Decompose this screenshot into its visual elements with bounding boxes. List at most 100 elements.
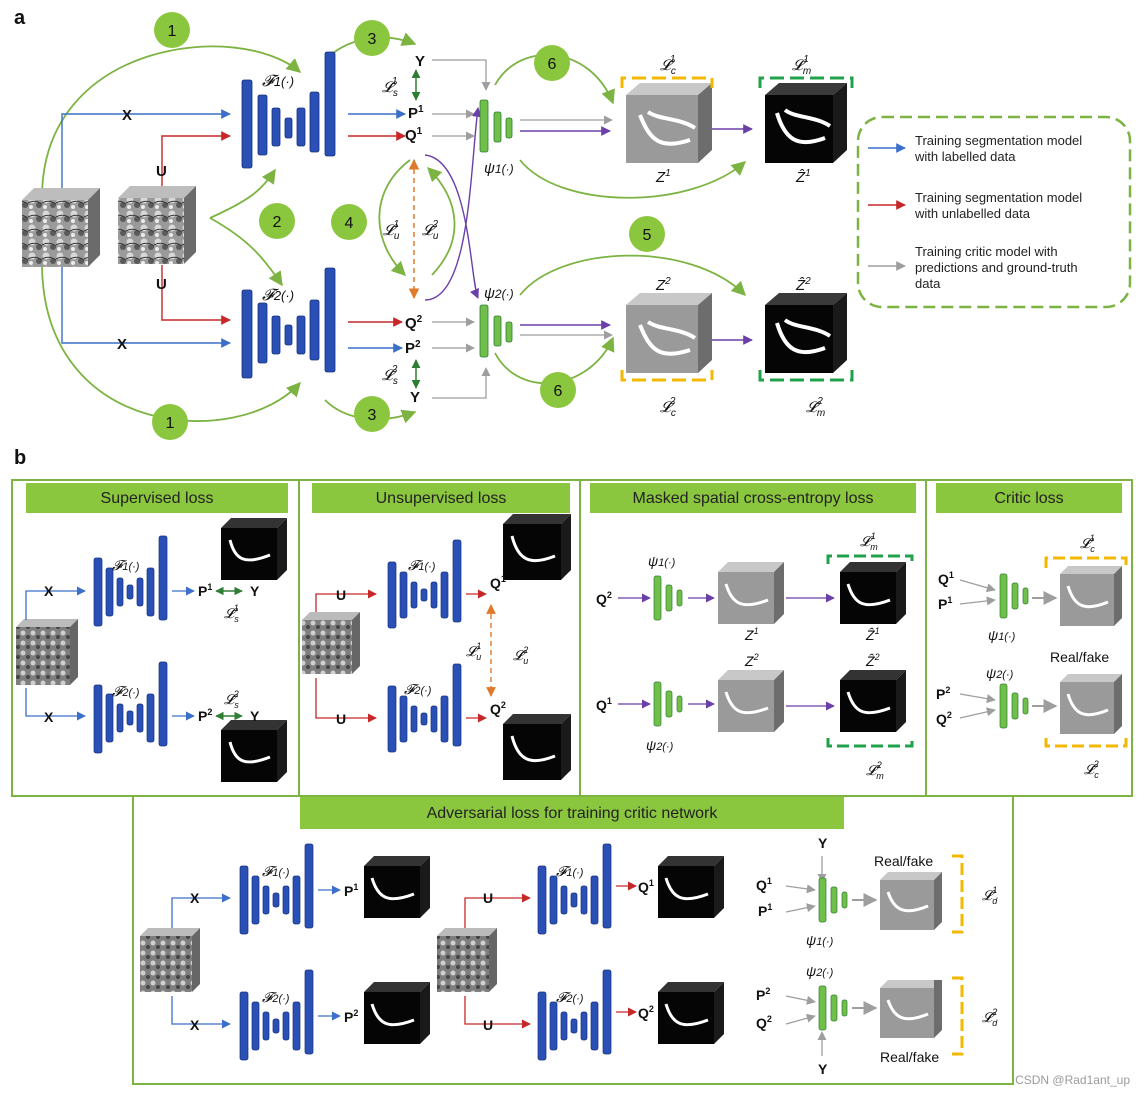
labels-panel-a: X X U U 𝓕1(·) 𝓕2(·) Y P1 Q1 Q2 P2 Y 𝓛s1 …: [117, 53, 825, 419]
svg-text:𝓛m1: 𝓛m1: [860, 531, 878, 552]
svg-text:Ẑ1: Ẑ1: [865, 626, 880, 643]
label-q2: Q2: [405, 314, 423, 332]
pseudo-cube-top: [503, 514, 571, 580]
ct-volume-unlabelled: [118, 186, 196, 264]
label-lc1: 𝓛c1: [660, 54, 676, 77]
cube-critic-1: [1060, 566, 1122, 626]
label-zhat1: Ẑ1: [795, 168, 811, 186]
svg-text:ψ1(·): ψ1(·): [988, 627, 1016, 643]
label-psi2: ψ2(·): [484, 285, 514, 302]
real-fake-adv-top: Real/fake: [874, 853, 933, 869]
real-fake-critic: Real/fake: [1050, 649, 1109, 665]
flow-arrows-critic: [432, 59, 613, 399]
svg-text:4: 4: [345, 215, 354, 232]
svg-text:𝓛d2: 𝓛d2: [982, 1007, 998, 1028]
label-zhat2: Ẑ2: [795, 276, 811, 294]
svg-text:5: 5: [643, 227, 652, 244]
label-p2: P2: [405, 339, 421, 357]
ct-volume-unsup: [302, 612, 360, 674]
svg-text:Y: Y: [250, 708, 260, 724]
header-masked: [590, 483, 916, 513]
svg-text:𝓕2(·): 𝓕2(·): [112, 683, 140, 699]
step-1-top: 1: [154, 12, 190, 48]
svg-text:X: X: [44, 709, 54, 725]
label-f2: 𝓕2(·): [262, 287, 294, 304]
svg-text:ψ1(·): ψ1(·): [806, 932, 834, 948]
svg-text:𝓕2(·): 𝓕2(·): [404, 681, 432, 697]
label-u-bottom: U: [156, 276, 167, 293]
svg-text:𝓛u2: 𝓛u2: [513, 645, 528, 666]
svg-text:𝓛c2: 𝓛c2: [1084, 759, 1099, 780]
svg-text:Q2: Q2: [756, 1014, 772, 1031]
adv-cube-critic-1: [880, 872, 942, 930]
label-psi1: ψ1(·): [484, 160, 514, 177]
svg-text:Y: Y: [250, 583, 260, 599]
svg-text:Y: Y: [818, 1061, 828, 1077]
step-circles: 1 1 2 3 3 4 5 6 6: [152, 12, 665, 440]
ct-volume-labelled: [22, 188, 100, 267]
svg-text:U: U: [483, 1017, 493, 1033]
svg-text:X: X: [190, 1017, 200, 1033]
svg-text:Q2: Q2: [936, 710, 952, 727]
svg-text:𝓕2(·): 𝓕2(·): [262, 989, 290, 1005]
adversarial-panel: X X U U 𝓕1(·) 𝓕2(·) 𝓕1(·) 𝓕2(·) P1 P2 Q1…: [140, 835, 998, 1077]
svg-text:P1: P1: [198, 582, 212, 599]
flow-arrows-unlabelled: [161, 131, 406, 327]
critic-psi1: [479, 99, 513, 153]
svg-text:2: 2: [273, 214, 282, 231]
ct-volume-adv-unlabelled: [437, 928, 497, 992]
cube-m-z1: [718, 562, 784, 624]
svg-text:𝓕1(·): 𝓕1(·): [112, 557, 140, 573]
step-6-bottom: 6: [540, 372, 576, 408]
label-f1: 𝓕1(·): [262, 73, 294, 90]
svg-text:U: U: [336, 587, 346, 603]
adv-cube-p1: [364, 856, 430, 918]
svg-text:Z1: Z1: [744, 626, 759, 643]
svg-text:Z2: Z2: [744, 652, 759, 669]
cube-critic-2: [1060, 674, 1122, 734]
step-3-bottom: 3: [354, 396, 390, 432]
svg-text:3: 3: [368, 407, 377, 424]
label-lc2: 𝓛c2: [660, 396, 676, 419]
panel-b-borders: [11, 479, 1133, 1085]
gt-cube-sup-top: [221, 518, 287, 580]
header-unsupervised: [312, 483, 570, 513]
svg-text:𝓕1(·): 𝓕1(·): [408, 557, 436, 573]
header-supervised: [26, 483, 288, 513]
adv-cube-critic-2: [880, 980, 942, 1038]
svg-text:Ẑ2: Ẑ2: [865, 652, 880, 669]
label-y-bottom: Y: [410, 389, 420, 406]
svg-text:P1: P1: [344, 882, 358, 899]
svg-text:U: U: [336, 711, 346, 727]
svg-text:X: X: [44, 583, 54, 599]
flow-arrows-labelled: [61, 109, 406, 353]
label-ls2: 𝓛s2: [382, 364, 398, 387]
svg-text:P2: P2: [936, 685, 950, 702]
cube-m-z2: [718, 670, 784, 732]
svg-text:Unsupervised loss: Unsupervised loss: [376, 490, 507, 507]
svg-text:𝓛s2: 𝓛s2: [224, 689, 239, 710]
unet-f2: [241, 267, 336, 379]
step-5: 5: [629, 216, 665, 252]
step-6-top: 6: [534, 45, 570, 81]
svg-text:1: 1: [166, 415, 175, 432]
real-fake-adv-bottom: Real/fake: [880, 1049, 939, 1065]
flow-arrows-purple: [424, 107, 753, 345]
svg-text:P1: P1: [938, 595, 952, 612]
critic-panel: Q1 P1 P2 Q2 ψ1(·) ψ2(·) Real/fake 𝓛c1 𝓛c…: [936, 533, 1128, 780]
ct-volume-sup: [16, 619, 78, 685]
svg-text:𝓛m2: 𝓛m2: [866, 760, 884, 781]
step-3-top: 3: [354, 20, 390, 56]
cube-z2: [626, 293, 712, 373]
svg-text:Q1: Q1: [756, 876, 772, 893]
masked-panel: Q2 Q1 ψ1(·) ψ2(·) Z1 Z2 Ẑ1 Ẑ2 𝓛m1 𝓛m2: [596, 531, 914, 781]
unet-f1: [241, 51, 336, 169]
label-lm1: 𝓛m1: [792, 54, 811, 77]
svg-text:P1: P1: [758, 902, 772, 919]
svg-text:𝓛d1: 𝓛d1: [982, 885, 998, 906]
cube-zhat2: [765, 293, 847, 373]
label-ls1: 𝓛s1: [382, 76, 398, 99]
svg-text:ψ1(·): ψ1(·): [648, 553, 676, 569]
